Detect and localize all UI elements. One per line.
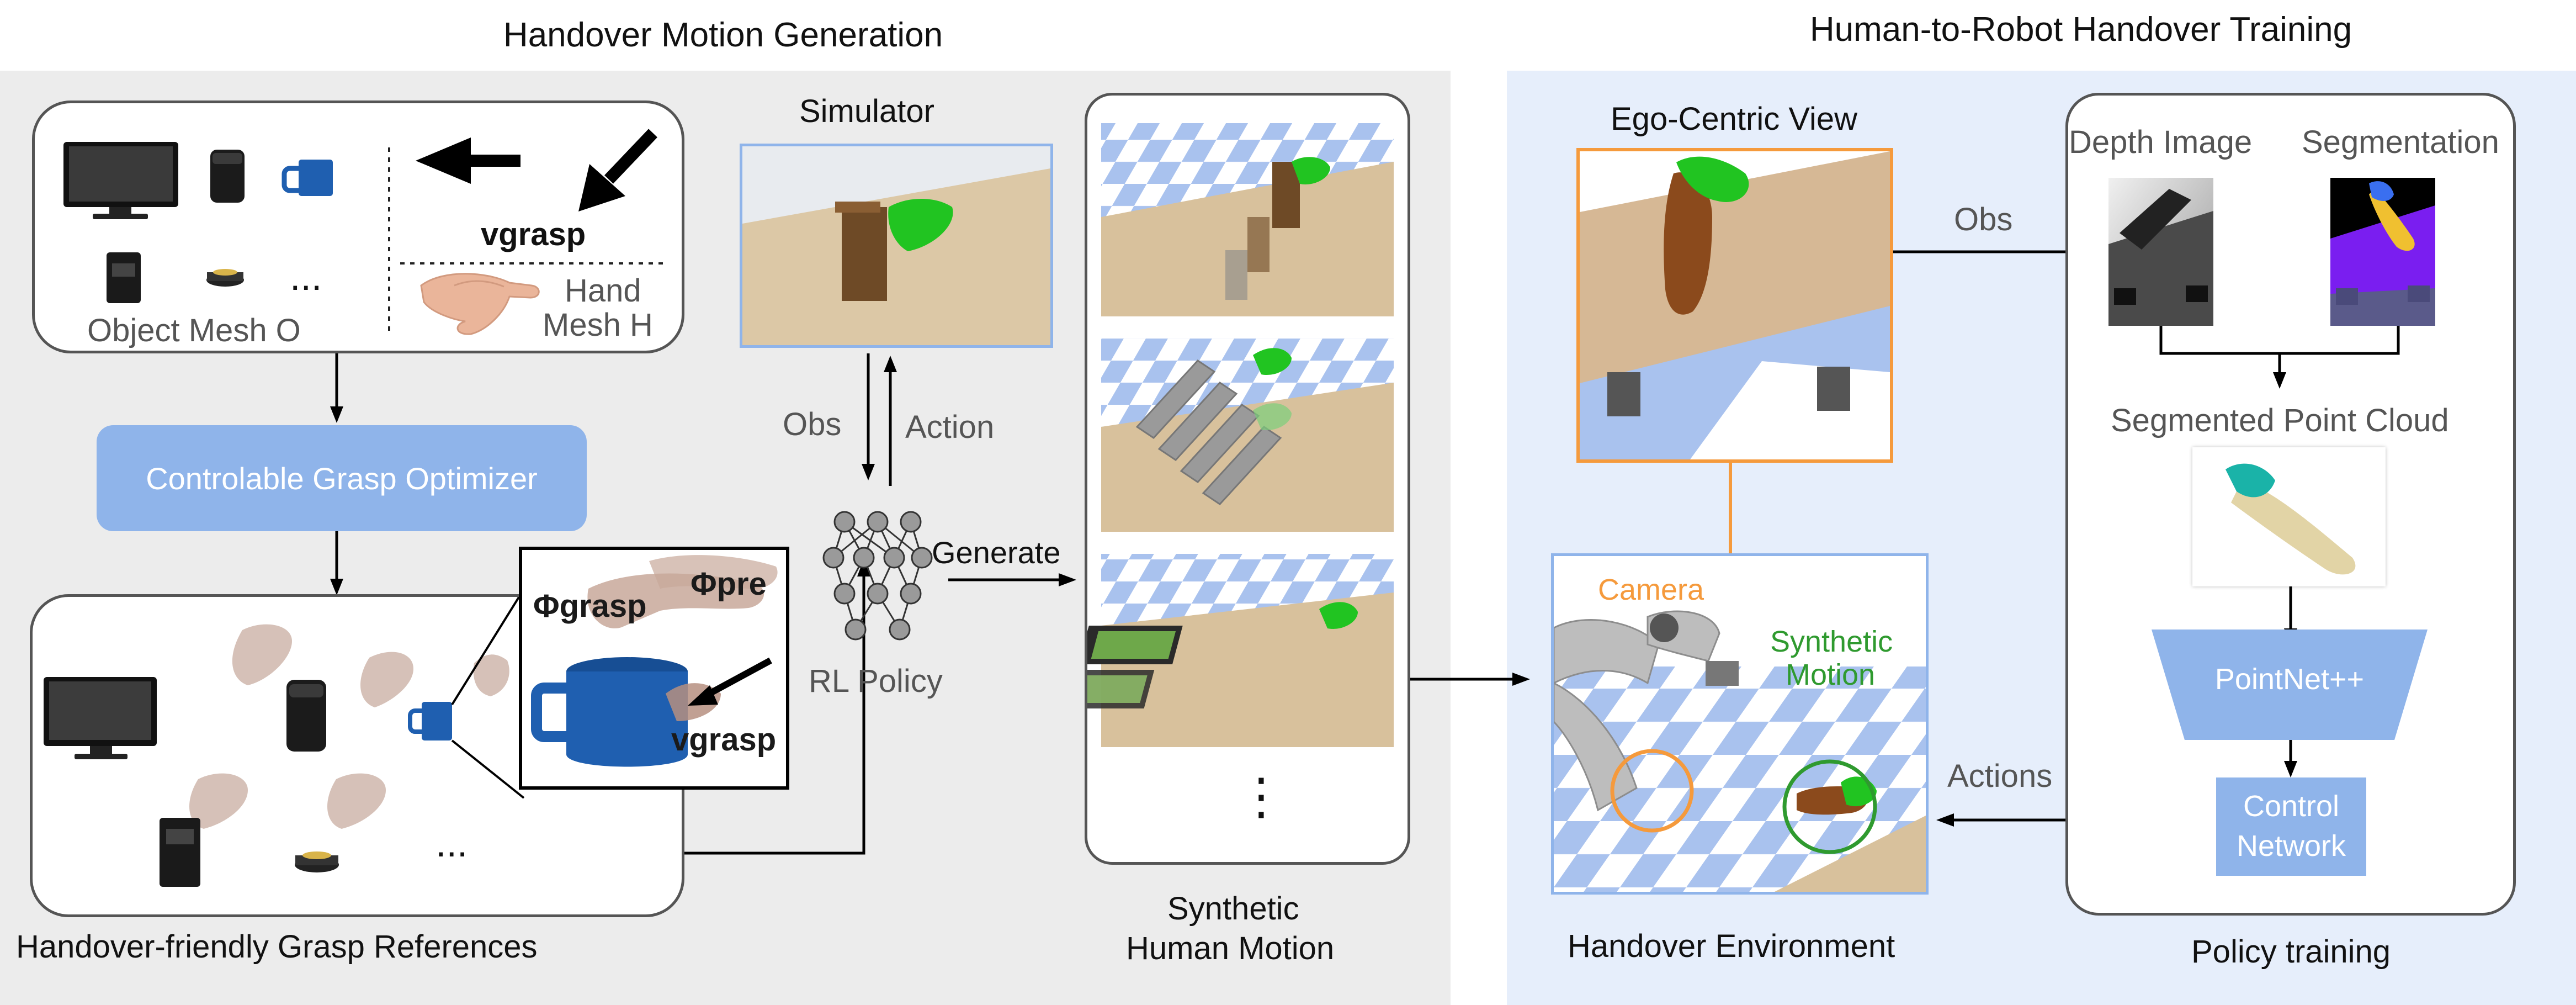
motion-tile-3 <box>1087 554 1394 747</box>
grasp-optimizer-block: Controlable Grasp Optimizer <box>97 425 587 531</box>
zoom-vgrasp-label: vgrasp <box>671 722 777 758</box>
arrow-images-to-pointcloud <box>2159 326 2400 389</box>
policy-training-label: Policy training <box>2191 934 2391 970</box>
mesh-illustration: ... <box>63 129 664 335</box>
depth-image-render <box>2108 178 2213 326</box>
generate-label: Generate <box>932 535 1061 570</box>
hand-mesh-icon <box>420 273 540 335</box>
phi-pre-label: Φpre <box>691 566 767 602</box>
ego-obs-label: Obs <box>1954 202 2013 237</box>
point-cloud-image <box>2192 447 2386 586</box>
motion-tile-1 <box>1101 123 1394 316</box>
point-cloud-label: Segmented Point Cloud <box>2111 403 2449 438</box>
control-network-line2: Network <box>2236 829 2346 863</box>
segmentation-render <box>2330 178 2435 326</box>
phi-grasp-label: Φgrasp <box>533 588 647 624</box>
control-network-block: Control Network <box>2216 777 2366 876</box>
camera-label: Camera <box>1598 573 1704 606</box>
synthetic-label-line2: Human Motion <box>1126 930 1335 966</box>
simulator-scene <box>742 146 1050 345</box>
direction-arrow-diagonal-icon <box>578 129 657 211</box>
mesh-input-box: ... Object Mesh O Hand Mesh H vgrasp <box>32 100 684 353</box>
handover-environment-view: Camera Synthetic Motion <box>1551 553 1929 895</box>
arrow-policy-to-synthetic <box>948 573 1076 586</box>
ego-view-label: Ego-Centric View <box>1611 101 1858 137</box>
obs-action-arrows <box>862 353 897 486</box>
segmentation-image <box>2330 178 2435 326</box>
rl-policy-network-icon <box>822 511 933 641</box>
mug-reference-icon <box>408 702 452 740</box>
ego-view-scene <box>1580 151 1890 459</box>
handover-environment-scene <box>1553 556 1926 892</box>
depth-image <box>2108 178 2213 326</box>
actions-label: Actions <box>1947 758 2053 794</box>
synthetic-motion-box: ⋮ <box>1085 93 1410 865</box>
motion-tile-2 <box>1101 338 1394 532</box>
pointnet-block: PointNet++ <box>2152 630 2428 740</box>
speaker-object-icon <box>210 150 245 203</box>
tv-reference-icon <box>44 677 157 759</box>
sim-action-label: Action <box>905 409 995 445</box>
coffee-maker-object-icon <box>107 252 141 303</box>
direction-arrow-left-icon <box>416 137 520 184</box>
vgrasp-arrow-icon <box>688 657 772 706</box>
right-section-title: Human-to-Robot Handover Training <box>1809 10 2352 49</box>
point-cloud-render <box>2226 463 2356 575</box>
references-dots: ... <box>435 822 468 865</box>
arrow-synthetic-to-environment <box>1410 673 1530 686</box>
mesh-dots: ... <box>290 255 322 298</box>
mug-object-icon <box>281 160 333 196</box>
rl-policy-label: RL Policy <box>809 663 943 699</box>
vgrasp-label: vgrasp <box>481 216 586 252</box>
control-network-line1: Control <box>2243 790 2340 823</box>
tv-object-icon <box>63 142 178 219</box>
handover-environment-label: Handover Environment <box>1568 928 1895 964</box>
sim-obs-label: Obs <box>783 406 842 442</box>
hand-mesh-label-line2: Mesh H <box>543 307 653 343</box>
segmentation-label: Segmentation <box>2302 124 2499 160</box>
zoom-mug-illustration <box>531 555 778 767</box>
speaker-reference-icon <box>286 680 326 752</box>
simulator-view <box>740 144 1053 348</box>
synthetic-vertical-dots: ⋮ <box>1236 769 1286 824</box>
grasp-references-label: Handover-friendly Grasp References <box>16 929 538 965</box>
arrow-pointnet-to-control <box>2284 740 2297 777</box>
synthetic-motion-tiles: ⋮ <box>1087 123 1394 824</box>
device-reference-icon <box>295 851 339 872</box>
synthetic-motion-label-line2: Motion <box>1786 658 1876 691</box>
pointnet-label: PointNet++ <box>2215 663 2364 696</box>
grasp-references-illustration: ... <box>44 597 525 887</box>
object-mesh-label: Object Mesh O <box>87 313 301 348</box>
grasp-zoom-inset: Φgrasp Φpre vgrasp <box>519 547 789 790</box>
ego-view-image <box>1576 148 1893 463</box>
hand-mesh-label-line1: Hand <box>565 273 641 309</box>
device-object-icon <box>206 269 244 287</box>
left-section-title: Handover Motion Generation <box>503 16 943 54</box>
depth-image-label: Depth Image <box>2069 124 2253 160</box>
simulator-label: Simulator <box>799 93 934 129</box>
arrow-optimizer-to-references <box>330 531 343 595</box>
synthetic-motion-label-line1: Synthetic <box>1770 625 1893 658</box>
coffee-maker-reference-icon <box>160 818 200 887</box>
synthetic-label-line1: Synthetic <box>1167 891 1299 927</box>
arrow-mesh-to-optimizer <box>330 353 343 423</box>
